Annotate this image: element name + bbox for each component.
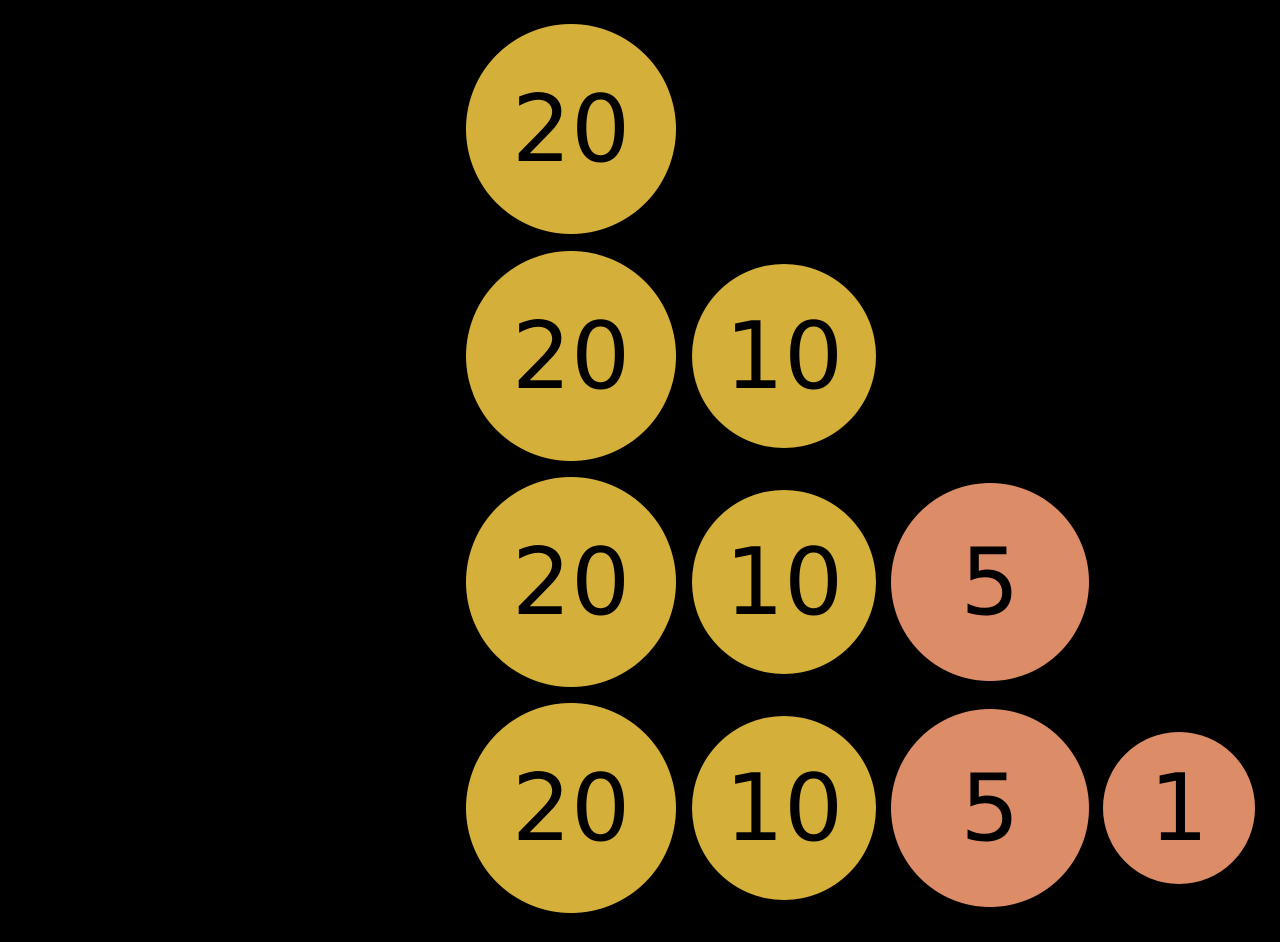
coin-10-gold: 10	[692, 490, 876, 674]
coin-value-label: 20	[511, 301, 631, 410]
coin-20-gold: 20	[466, 24, 676, 234]
coin-value-label: 10	[724, 301, 844, 410]
coin-1-copper: 1	[1103, 732, 1255, 884]
coin-20-gold: 20	[466, 477, 676, 687]
coin-5-copper: 5	[891, 709, 1089, 907]
coin-value-label: 5	[960, 753, 1020, 862]
coin-20-gold: 20	[466, 703, 676, 913]
coin-value-label: 10	[724, 527, 844, 636]
coin-value-label: 20	[511, 527, 631, 636]
coin-value-label: 20	[511, 753, 631, 862]
coin-value-label: 10	[724, 753, 844, 862]
coin-value-label: 1	[1149, 753, 1209, 862]
coin-value-label: 20	[511, 74, 631, 183]
coin-10-gold: 10	[692, 716, 876, 900]
coin-10-gold: 10	[692, 264, 876, 448]
coin-value-label: 5	[960, 527, 1020, 636]
coin-20-gold: 20	[466, 251, 676, 461]
coin-5-copper: 5	[891, 483, 1089, 681]
